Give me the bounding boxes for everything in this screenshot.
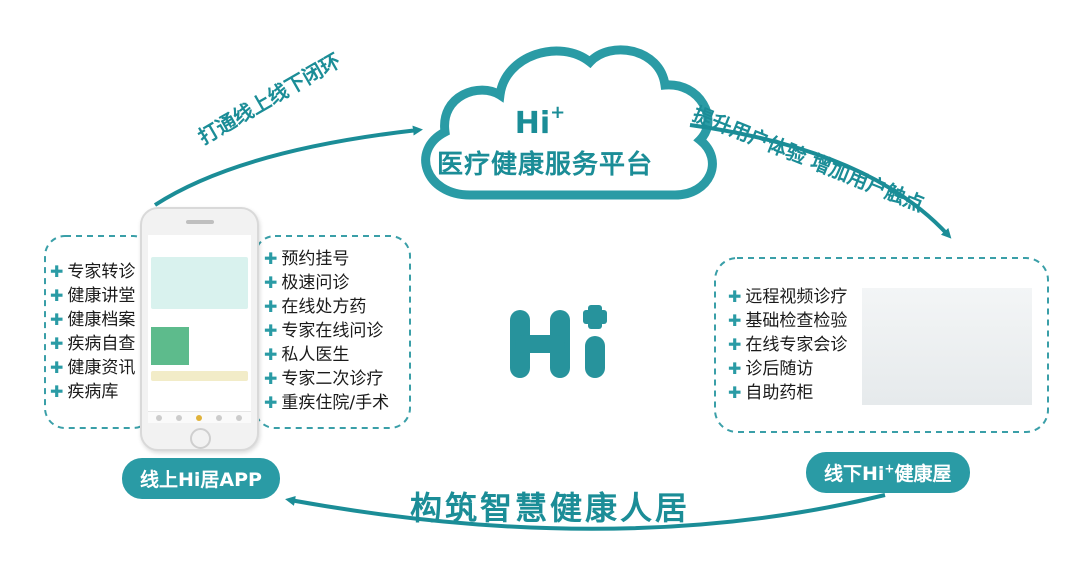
plus-icon: ✚ [264,297,278,316]
online-left-list: ✚专家转诊 ✚健康讲堂 ✚健康档案 ✚疾病自查 ✚健康资讯 ✚疾病库 [50,260,135,404]
list-item: ✚疾病自查 [50,334,136,354]
phone-mockup [140,207,259,451]
cloud-title: Hi+ [514,102,566,141]
list-item: ✚诊后随访 [728,359,814,379]
tab-icon [236,415,242,421]
offline-house-pill: 线下Hi+健康屋 [806,452,970,493]
plus-icon: ✚ [50,334,64,353]
plus-icon: ✚ [264,345,278,364]
offline-list: ✚远程视频诊疗 ✚基础检查检验 ✚在线专家会诊 ✚诊后随访 ✚自助药柜 [728,285,847,405]
list-item: ✚专家在线问诊 [264,321,384,341]
plus-icon: ✚ [50,358,64,377]
bottom-label: 构筑智慧健康人居 [409,489,690,527]
offline-box [714,257,1049,433]
phone-speaker [186,220,214,224]
cloud-shape [421,45,717,200]
app-card [151,327,189,365]
plus-icon: ✚ [264,273,278,292]
list-item: ✚专家二次诊疗 [264,369,384,389]
list-item: ✚在线专家会诊 [728,335,848,355]
plus-icon: ✚ [264,393,278,412]
list-item: ✚疾病库 [50,382,119,402]
arc-bottom [285,493,886,531]
plus-icon: ✚ [728,311,742,330]
tab-icon [156,415,162,421]
plus-icon: ✚ [728,287,742,306]
app-tabbar [148,411,251,423]
tab-icon [176,415,182,421]
online-right-list: ✚预约挂号 ✚极速问诊 ✚在线处方药 ✚专家在线问诊 ✚私人医生 ✚专家二次诊疗… [264,247,389,415]
list-item: ✚重疾住院/手术 [264,393,390,413]
online-left-box [44,235,154,429]
app-banner [151,257,248,309]
plus-icon: ✚ [50,310,64,329]
health-house-photo [862,288,1032,405]
arc-top-right [689,123,952,239]
list-item: ✚专家转诊 [50,262,136,282]
plus-icon: ✚ [50,262,64,281]
plus-icon: ✚ [50,286,64,305]
list-item: ✚远程视频诊疗 [728,287,848,307]
plus-icon: ✚ [728,383,742,402]
list-item: ✚自助药柜 [728,383,814,403]
plus-icon: ✚ [264,369,278,388]
list-item: ✚在线处方药 [264,297,367,317]
online-app-pill: 线上Hi居APP [122,458,280,499]
arc-top-left [153,125,423,207]
plus-icon: ✚ [264,249,278,268]
list-item: ✚健康档案 [50,310,136,330]
plus-icon: ✚ [728,335,742,354]
list-item: ✚健康讲堂 [50,286,136,306]
list-item: ✚私人医生 [264,345,350,365]
app-strip [151,371,248,381]
list-item: ✚健康资讯 [50,358,136,378]
phone-home-button [190,428,211,449]
cloud-subtitle: 医疗健康服务平台 [436,150,653,180]
phone-screen [148,235,251,423]
hi-plus-logo [510,305,607,378]
plus-icon: ✚ [50,382,64,401]
list-item: ✚预约挂号 [264,249,350,269]
tab-icon [216,415,222,421]
tab-icon [196,415,202,421]
plus-icon: ✚ [264,321,278,340]
list-item: ✚极速问诊 [264,273,350,293]
list-item: ✚基础检查检验 [728,311,848,331]
app-cards [151,327,248,365]
plus-icon: ✚ [728,359,742,378]
